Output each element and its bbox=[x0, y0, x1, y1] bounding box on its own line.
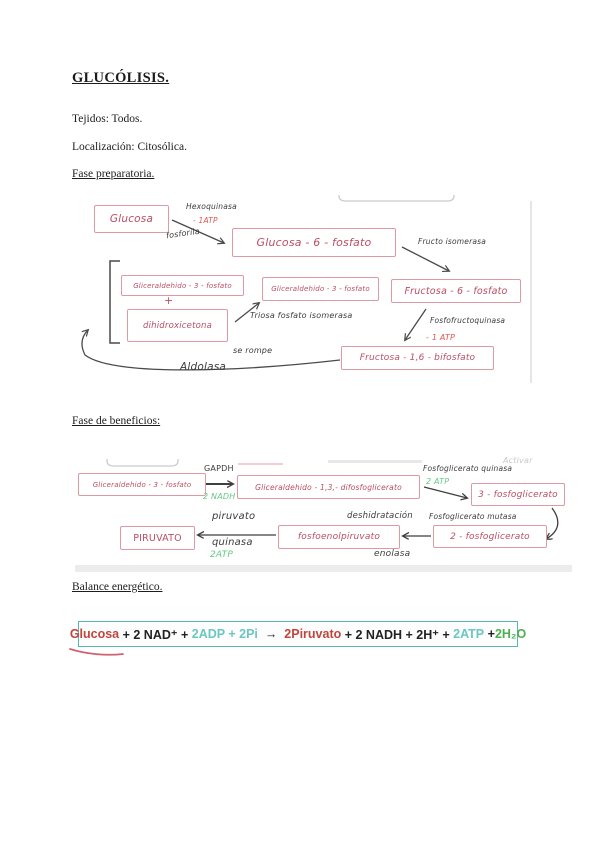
box-piruvato: PIRUVATO bbox=[120, 526, 195, 550]
energy-balance-equation: Glucosa + 2 NAD⁺ + 2ADP + 2Pi → 2Piruvat… bbox=[70, 621, 526, 647]
eq-arrow: → bbox=[257, 627, 285, 641]
label-deshidratacion: deshidratación bbox=[347, 511, 413, 521]
box-gliceraldehido-3-fosfato-mid: Gliceraldehido - 3 - fosfato bbox=[262, 277, 379, 301]
scan-smudge bbox=[328, 460, 422, 463]
box-fosfoenolpiruvato: fosfoenolpiruvato bbox=[278, 525, 400, 549]
localizacion-line: Localización: Citosólica. bbox=[72, 141, 187, 153]
pen-stroke bbox=[69, 648, 124, 656]
tejidos-line: Tejidos: Todos. bbox=[72, 113, 143, 125]
diagram-fase-preparatoria: Glucosa Hexoquinasa - 1ATP fosforila Glu… bbox=[74, 195, 534, 387]
label-quinasa: quinasa bbox=[212, 537, 253, 548]
label-piruvato-enzyme: piruvato bbox=[212, 511, 256, 522]
box-gliceraldehido-3-fosfato-left: Gliceraldehido - 3 - fosfato bbox=[121, 275, 244, 296]
box-gliceraldehido-13-difosfoglicerato: Gliceraldehido - 1,3,- difosfoglicerato bbox=[237, 475, 420, 499]
label-hexoquinasa: Hexoquinasa bbox=[186, 202, 237, 211]
eq-nadh-h: + 2 NADH + 2H⁺ + bbox=[341, 627, 454, 642]
label-minus-1atp-hexoquinasa: - 1ATP bbox=[193, 216, 218, 225]
box-2-fosfoglicerato: 2 - fosfoglicerato bbox=[433, 525, 547, 548]
label-enolasa: enolasa bbox=[374, 549, 411, 559]
eq-adp-pi: 2ADP + 2Pi bbox=[191, 627, 258, 641]
watermark-text: Activar bbox=[503, 456, 533, 465]
label-2nadh: 2 NADH bbox=[203, 492, 236, 501]
box-glucosa-6-fosfato: Glucosa - 6 - fosfato bbox=[232, 228, 396, 257]
label-minus-1atp-fosfofructoquinasa: - 1 ATP bbox=[426, 333, 456, 342]
box-dihidroxicetona: dihidroxicetona bbox=[127, 309, 228, 342]
heading-balance-energetico: Balance energético. bbox=[72, 581, 163, 593]
box-gliceraldehido-3-fosfato: Gliceraldehido - 3 - fosfato bbox=[78, 473, 206, 496]
label-gapdh: GAPDH bbox=[204, 464, 234, 473]
eq-piruvato: 2Piruvato bbox=[284, 627, 342, 641]
label-triosa-fosfato-isomerasa: Triosa fosfato isomerasa bbox=[250, 311, 353, 320]
eq-glucosa: Glucosa bbox=[69, 627, 120, 641]
label-fosfofructoquinasa: Fosfofructoquinasa bbox=[430, 316, 506, 325]
eq-plus: + bbox=[484, 627, 495, 641]
label-2atp-piruvato: 2ATP bbox=[210, 550, 233, 560]
box-fructosa-6-fosfato: Fructosa - 6 - fosfato bbox=[391, 279, 521, 303]
heading-fase-preparatoria: Fase preparatoria. bbox=[72, 168, 155, 180]
diagram-fase-beneficios: Activar Gliceraldehido - 3 - fosfato GAP… bbox=[75, 448, 572, 572]
heading-fase-beneficios: Fase de beneficios: bbox=[72, 415, 161, 427]
eq-h2o: 2H₂O bbox=[494, 627, 527, 641]
label-fosfoglicerato-mutasa: Fosfoglicerato mutasa bbox=[429, 512, 517, 521]
label-fosforila: fosforila bbox=[165, 226, 201, 241]
page-title: GLUCÓLISIS. bbox=[72, 70, 170, 86]
pink-scan-line bbox=[238, 463, 283, 465]
label-se-rompe: se rompe bbox=[233, 346, 273, 355]
scan-edge-strip bbox=[75, 565, 572, 572]
label-aldolasa: Aldolasa bbox=[180, 361, 227, 373]
box-3-fosfoglicerato: 3 - fosfoglicerato bbox=[471, 483, 565, 506]
label-plus: + bbox=[164, 294, 174, 307]
box-glucosa: Glucosa bbox=[94, 205, 169, 233]
label-2atp-quinasa: 2 ATP bbox=[426, 477, 450, 486]
eq-nad: + 2 NAD⁺ + bbox=[119, 627, 192, 642]
label-fosfoglicerato-quinasa: Fosfoglicerato quinasa bbox=[423, 464, 513, 473]
eq-atp: 2ATP bbox=[453, 627, 485, 641]
label-fructo-isomerasa: Fructo isomerasa bbox=[418, 237, 487, 246]
box-fructosa-16-bifosfato: Fructosa - 1,6 - bifosfato bbox=[341, 346, 494, 370]
